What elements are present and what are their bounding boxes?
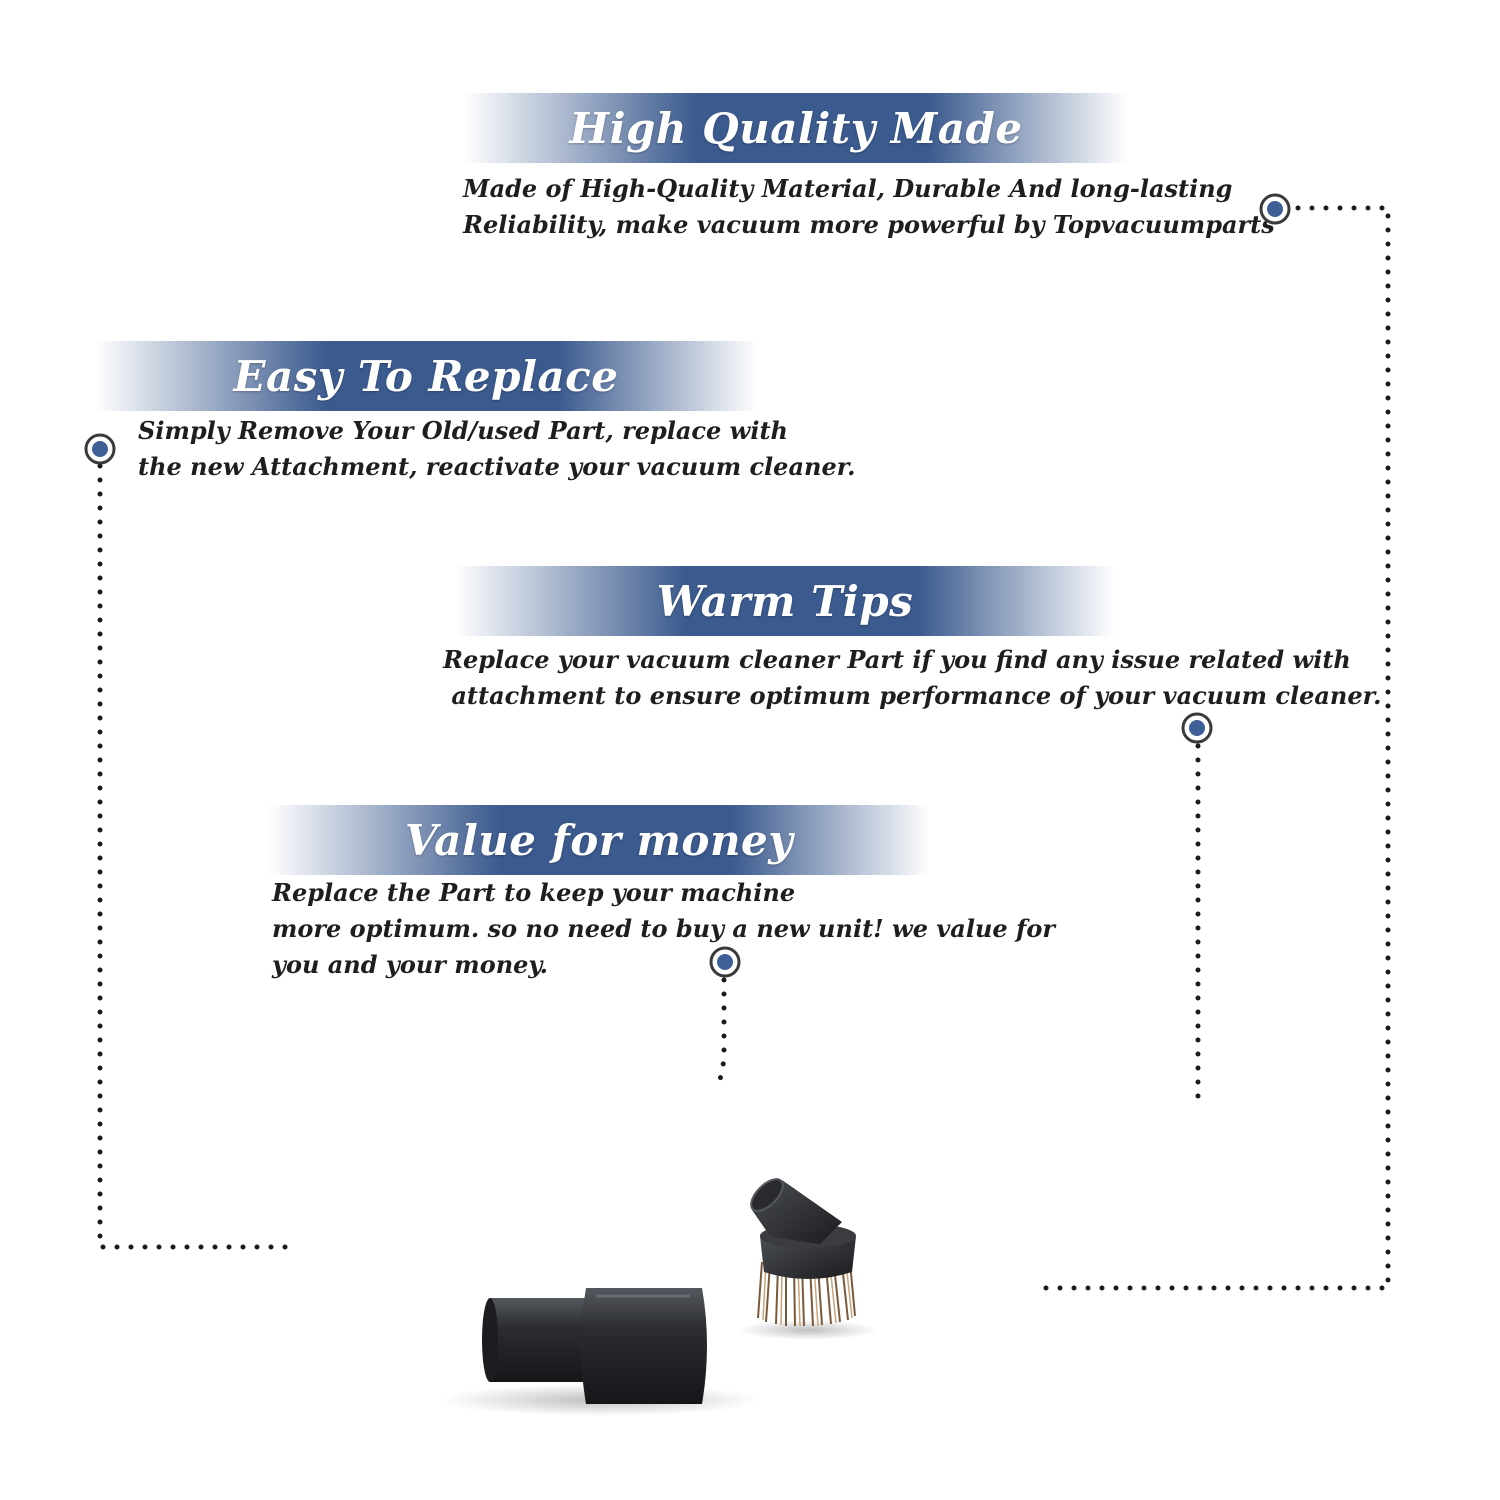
target-marker-icon: [84, 433, 116, 465]
connector-value-for-money: [715, 977, 727, 1093]
section-title: Warm Tips: [656, 576, 914, 626]
banner-warm-tips: Warm Tips: [455, 566, 1115, 636]
banner-high-quality-made: High Quality Made: [465, 93, 1127, 163]
connector-easy-to-replace: [97, 463, 299, 1250]
section-description: Made of High-Quality Material, Durable A…: [463, 174, 1275, 239]
section-title: Value for money: [404, 815, 794, 865]
section-description: Replace the Part to keep your machine mo…: [272, 878, 1055, 979]
banner-easy-to-replace: Easy To Replace: [95, 341, 757, 411]
target-marker-icon: [709, 946, 741, 978]
connector-high-quality: [1035, 205, 1391, 1291]
section-description: Replace your vacuum cleaner Part if you …: [443, 645, 1382, 710]
target-marker-icon: [1181, 712, 1213, 744]
banner-value-for-money: Value for money: [268, 805, 930, 875]
section-title: High Quality Made: [569, 103, 1023, 153]
target-marker-icon: [1259, 193, 1291, 225]
dusting-brush-icon: [738, 1178, 878, 1340]
hose-adapter-icon: [440, 1288, 760, 1416]
section-description: Simply Remove Your Old/used Part, replac…: [138, 416, 856, 481]
section-title: Easy To Replace: [233, 351, 619, 401]
